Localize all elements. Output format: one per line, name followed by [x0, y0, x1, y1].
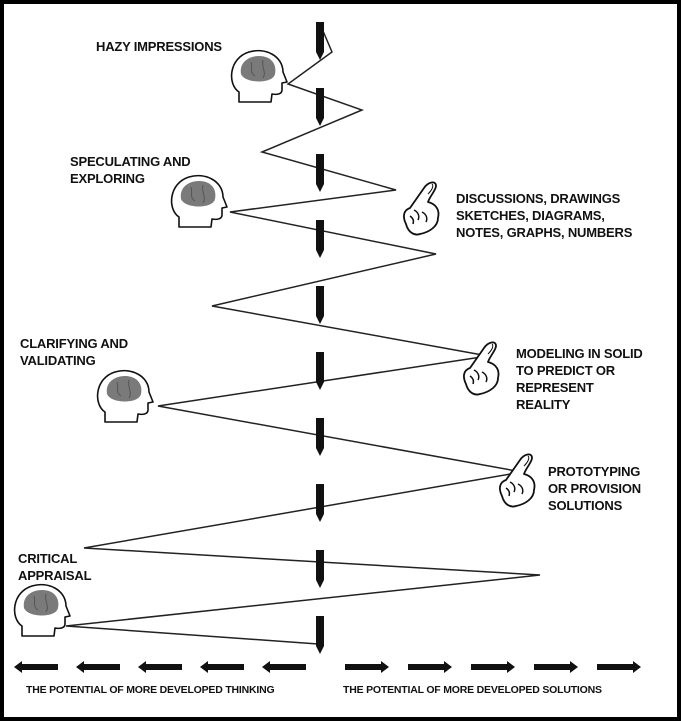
stage-label-line: APPRAISAL [18, 568, 92, 583]
activity-label-line: TO PREDICT OR [516, 363, 616, 378]
arrow-left-icon [14, 661, 306, 673]
stage-label-clarifying-validating: CLARIFYING AND VALIDATING [20, 335, 128, 369]
arrow-right-icon [345, 661, 389, 673]
axis-dash [316, 418, 324, 456]
pointing-hand-icon [499, 453, 536, 508]
arrow-right-icon [345, 661, 641, 673]
arrow-right-icon [471, 661, 515, 673]
activity-label-line: SOLUTIONS [548, 498, 623, 513]
activity-label-line: PROTOTYPING [548, 464, 641, 479]
stage-label-line: CRITICAL [18, 551, 78, 566]
stage-label-line: SPECULATING AND [70, 154, 191, 169]
stage-label-speculating-exploring: SPECULATING AND EXPLORING [70, 153, 191, 187]
activity-label-line: OR PROVISION [548, 481, 641, 496]
activity-label-line: MODELING IN SOLID [516, 346, 643, 361]
arrow-left-icon [138, 661, 182, 673]
stage-label-line: EXPLORING [70, 171, 145, 186]
activity-label-line: SKETCHES, DIAGRAMS, [456, 208, 605, 223]
activity-label-modeling: MODELING IN SOLID TO PREDICT OR REPRESEN… [516, 345, 643, 413]
head-with-brain-icon [96, 369, 154, 423]
stage-label-line: HAZY IMPRESSIONS [96, 39, 222, 54]
arrow-left-icon [200, 661, 244, 673]
center-dashed-arrow-axis [316, 22, 324, 654]
arrow-left-icon [262, 661, 306, 673]
stage-label-line: CLARIFYING AND [20, 336, 128, 351]
axis-dash [316, 352, 324, 390]
axis-dash [316, 286, 324, 324]
stage-label-critical-appraisal: CRITICAL APPRAISAL [18, 550, 92, 584]
axis-dash [316, 154, 324, 192]
axis-dash [316, 484, 324, 522]
arrow-left-icon [76, 661, 120, 673]
axis-dash [316, 550, 324, 588]
activity-label-line: DISCUSSIONS, DRAWINGS [456, 191, 621, 206]
process-zigzag-path [65, 23, 541, 645]
arrow-right-icon [597, 661, 641, 673]
arrow-right-icon [534, 661, 578, 673]
activity-label-line: REPRESENT [516, 380, 594, 395]
axis-dash [316, 220, 324, 258]
arrow-left-icon [14, 661, 58, 673]
head-with-brain-icon [230, 49, 288, 103]
axis-dash [316, 88, 324, 126]
arrow-right-icon [408, 661, 452, 673]
axis-dash [316, 22, 324, 60]
pointing-hand-icon [463, 341, 500, 396]
pointing-hand-icon [403, 181, 440, 236]
axis-label-developed-solutions: THE POTENTIAL OF MORE DEVELOPED SOLUTION… [343, 684, 602, 697]
stage-label-line: VALIDATING [20, 353, 96, 368]
axis-label-text: THE POTENTIAL OF MORE DEVELOPED THINKING [26, 684, 275, 696]
axis-label-text: THE POTENTIAL OF MORE DEVELOPED SOLUTION… [343, 684, 602, 696]
axis-dash [316, 616, 324, 654]
activity-label-line: REALITY [516, 397, 571, 412]
axis-label-developed-thinking: THE POTENTIAL OF MORE DEVELOPED THINKING [26, 684, 275, 697]
activity-label-prototyping: PROTOTYPING OR PROVISION SOLUTIONS [548, 463, 641, 514]
activity-label-line: NOTES, GRAPHS, NUMBERS [456, 225, 633, 240]
activity-label-discussions: DISCUSSIONS, DRAWINGS SKETCHES, DIAGRAMS… [456, 190, 632, 241]
head-with-brain-icon [13, 583, 71, 637]
stage-label-hazy-impressions: HAZY IMPRESSIONS [96, 38, 222, 55]
